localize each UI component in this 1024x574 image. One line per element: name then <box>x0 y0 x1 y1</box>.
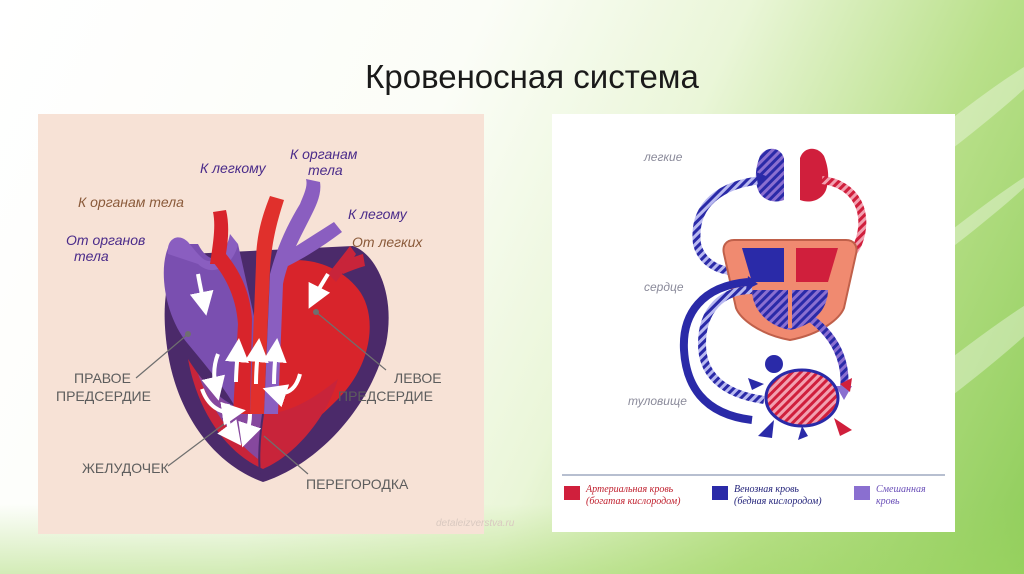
label-to-lung: К легкому <box>200 160 266 176</box>
label-to-lung-2: К легому <box>348 206 407 222</box>
label-septum: ПЕРЕГОРОДКА <box>306 476 408 492</box>
legend-arterial-line2: (богатая кислородом) <box>586 496 680 508</box>
circulation-illustration <box>552 114 955 532</box>
legend-swatch-arterial <box>564 486 580 500</box>
label-to-organs-1-line2: тела <box>308 162 343 178</box>
legend-label-venous: Венозная кровь (бедная кислородом) <box>734 484 822 508</box>
label-from-organs: От органов <box>66 232 145 248</box>
legend-venous-line2: (бедная кислородом) <box>734 496 822 508</box>
turtle-head <box>765 355 783 373</box>
label-left-atrium: ЛЕВОЕ <box>394 370 442 386</box>
turtle-shell <box>766 370 838 426</box>
legend-label-mixed: Смешанная кровь <box>876 484 926 508</box>
legend-label-arterial: Артериальная кровь (богатая кислородом) <box>586 484 680 508</box>
pointer-dot <box>313 309 319 315</box>
label-lungs: легкие <box>644 150 682 164</box>
legend-divider <box>562 474 945 476</box>
watermark: detaleizverstva.ru <box>436 518 514 529</box>
flow-arrow <box>256 350 258 384</box>
arterial-branch <box>210 210 228 264</box>
label-ventricle: ЖЕЛУДОЧЕК <box>82 460 169 476</box>
legend-mixed-line1: Смешанная <box>876 484 926 496</box>
turtle-tail <box>798 426 808 440</box>
pointer-dot <box>185 331 191 337</box>
legend-venous-line1: Венозная кровь <box>734 484 822 496</box>
turtle-leg <box>758 420 774 438</box>
legend-swatch-mixed <box>854 486 870 500</box>
label-to-organs-2: К органам тела <box>78 194 184 210</box>
label-heart: сердце <box>644 280 684 294</box>
flow-arrow <box>236 350 238 382</box>
circulation-diagram-panel: легкие сердце туловище Артериальная кров… <box>552 114 955 532</box>
legend-arterial-line1: Артериальная кровь <box>586 484 680 496</box>
legend-swatch-venous <box>712 486 728 500</box>
flow-arrow <box>274 350 276 384</box>
label-left-atrium-line2: ПРЕДСЕРДИЕ <box>338 388 433 404</box>
turtle-leg <box>748 378 764 390</box>
heart-diagram-panel: К легкому К органам тела К органам тела … <box>38 114 484 534</box>
label-right-atrium-line2: ПРЕДСЕРДИЕ <box>56 388 151 404</box>
label-from-lungs: От легких <box>352 234 422 250</box>
right-lung <box>800 149 828 202</box>
slide-title: Кровеносная система <box>0 58 1024 96</box>
label-to-organs-1: К органам <box>290 146 357 162</box>
label-body: туловище <box>628 394 687 408</box>
label-right-atrium: ПРАВОЕ <box>74 370 131 386</box>
turtle-leg <box>834 418 852 436</box>
label-from-organs-line2: тела <box>74 248 109 264</box>
legend-mixed-line2: кровь <box>876 496 926 508</box>
